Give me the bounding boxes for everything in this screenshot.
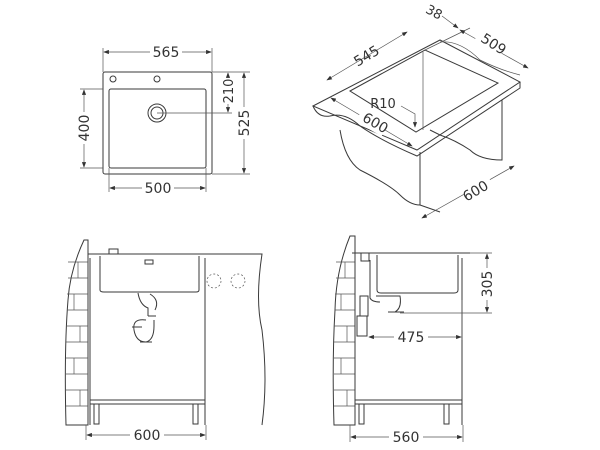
dim-305-label: 305 xyxy=(480,271,496,298)
dim-400-label: 400 xyxy=(77,115,93,142)
dim-475-label: 475 xyxy=(398,330,425,346)
dashed-hole xyxy=(206,273,222,289)
tap-connector xyxy=(360,252,370,262)
tap-stub xyxy=(108,248,119,255)
dashed-hole xyxy=(230,273,246,289)
dim-500-label: 500 xyxy=(145,181,172,197)
wall xyxy=(64,239,89,426)
countertop-top xyxy=(311,39,521,151)
bowl-section xyxy=(99,256,200,293)
trap xyxy=(356,315,368,337)
sink-outline xyxy=(102,71,213,175)
dim-525-label: 525 xyxy=(237,110,253,137)
top-plan-view: 565 500 400 525 210 xyxy=(76,44,253,197)
bowl-section xyxy=(376,255,459,294)
overflow-pipe xyxy=(369,260,404,313)
dim-600-countertop-label: 600 xyxy=(359,110,390,137)
bowl-outline xyxy=(108,88,207,169)
cabinet-leg xyxy=(93,403,100,425)
trap xyxy=(359,295,369,317)
countertop xyxy=(88,253,266,426)
radius-label: R10 xyxy=(370,97,396,112)
overflow xyxy=(144,259,154,265)
cabinet-leg xyxy=(192,403,199,425)
tap-hole xyxy=(153,75,161,83)
dim-560-label: 560 xyxy=(393,430,420,446)
dim-line-545 xyxy=(326,31,408,81)
isometric-view: 545 509 38 600 R10 600 xyxy=(311,2,529,219)
cabinet-leg xyxy=(358,403,365,425)
dim-565-label: 565 xyxy=(153,45,180,61)
dim-600-front-label: 600 xyxy=(134,428,161,444)
side-section-view: 305 475 560 xyxy=(332,235,496,446)
cabinet-right-wall xyxy=(419,100,503,213)
dim-545-label: 545 xyxy=(351,43,382,70)
cabinet-leg xyxy=(443,403,450,425)
front-section-view: 600 xyxy=(64,239,266,444)
cabinet-frame xyxy=(352,252,470,425)
dim-210-label: 210 xyxy=(222,79,237,104)
tap-hole xyxy=(109,75,117,83)
dim-38-label: 38 xyxy=(423,2,445,23)
cabinet-left-wall xyxy=(339,129,421,206)
siphon-trap xyxy=(132,292,158,343)
wall xyxy=(332,235,356,426)
cabinet-frame xyxy=(89,258,206,425)
